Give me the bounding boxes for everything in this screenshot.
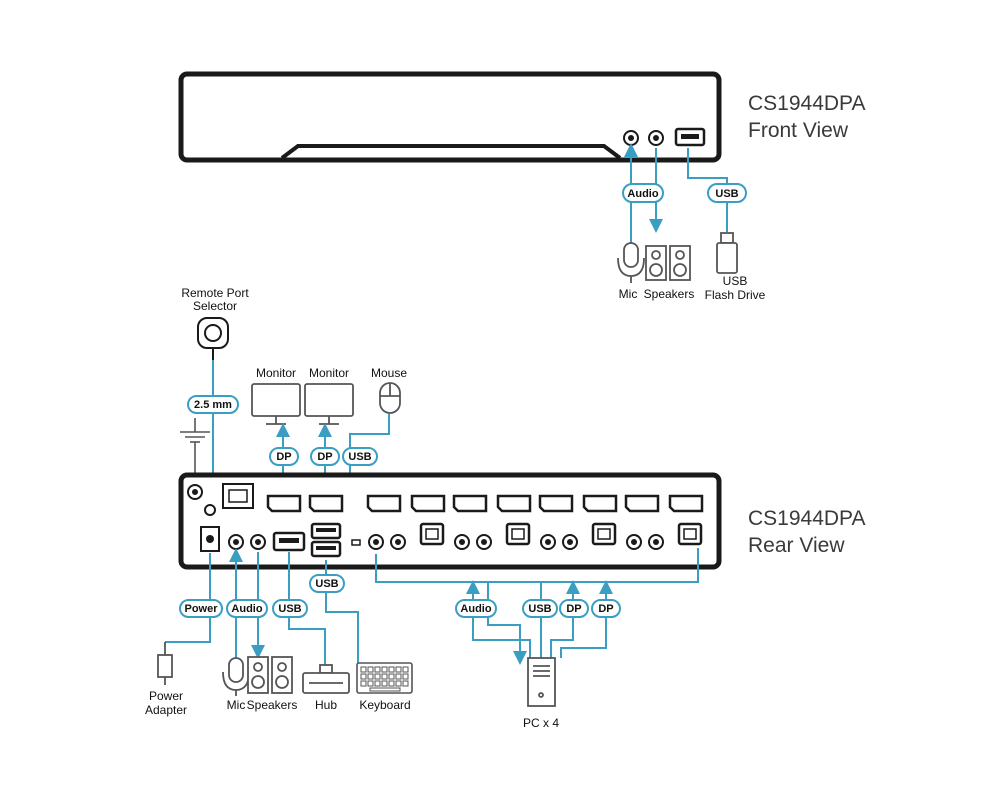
front-usb-flash-label-1: USB <box>723 274 748 288</box>
svg-text:Audio: Audio <box>460 603 491 615</box>
monitor-label-1: Monitor <box>256 366 296 380</box>
svg-text:Audio: Audio <box>627 188 658 200</box>
front-usb-pill: USB <box>707 183 747 203</box>
pc-port-groups <box>366 494 704 550</box>
speakers-icon <box>645 245 691 281</box>
pc-port-group-1 <box>366 494 446 550</box>
hub-usb-pill: USB <box>272 599 308 618</box>
svg-text:Power: Power <box>184 603 218 615</box>
dp-out-2 <box>308 494 344 513</box>
monitor-label-2: Monitor <box>309 366 349 380</box>
front-view-title: CS1944DPA Front View <box>748 90 866 144</box>
svg-text:USB: USB <box>315 578 338 590</box>
usb-flash-drive-icon <box>716 232 738 274</box>
rear-unit <box>178 472 722 570</box>
rear-speakers-icon <box>247 656 293 694</box>
svg-text:USB: USB <box>278 603 301 615</box>
svg-text:Audio: Audio <box>231 603 262 615</box>
front-speakers-label: Speakers <box>644 287 695 301</box>
remote-port-jack <box>204 504 216 516</box>
rear-usb-port-bottom <box>310 540 342 558</box>
power-adapter-icon <box>157 642 173 685</box>
pc4-dp-in-2 <box>668 494 704 513</box>
pc-usb-pill: USB <box>522 599 558 618</box>
pc-port-group-2 <box>452 494 532 550</box>
front-audio-jack-2 <box>648 130 664 146</box>
front-usb-port <box>674 127 706 147</box>
rear-mic-icon <box>222 657 250 696</box>
power-jack <box>200 526 220 552</box>
rear-view-label: Rear View <box>748 534 845 557</box>
monitor-icon-1 <box>251 383 301 425</box>
rear-view-title: CS1944DPA Rear View <box>748 505 866 559</box>
remote-port-selector-icon <box>197 317 229 360</box>
pc2-dp-in-1 <box>452 494 488 513</box>
front-mic-label: Mic <box>619 287 638 301</box>
monitor-icon-2 <box>304 383 354 425</box>
hub-label: Hub <box>315 698 337 712</box>
power-pill: Power <box>179 599 223 618</box>
front-view-label: Front View <box>748 119 848 142</box>
front-model: CS1944DPA <box>748 92 866 115</box>
pc-tower-icon <box>527 657 556 707</box>
rear-usb-port-top <box>310 522 342 540</box>
rear-audio-pill: Audio <box>226 599 268 618</box>
mouse-usb-pill: USB <box>342 447 378 466</box>
pc3-dp-in-1 <box>538 494 574 513</box>
svg-text:DP: DP <box>317 451 332 463</box>
dp-out-1 <box>266 494 302 513</box>
svg-text:USB: USB <box>715 188 738 200</box>
power-adapter-label-2: Adapter <box>145 703 187 717</box>
mic-icon <box>617 242 645 283</box>
ground-screw <box>187 484 203 500</box>
front-unit <box>178 71 722 163</box>
pc3-dp-in-2 <box>582 494 618 513</box>
lan-port <box>222 483 254 509</box>
remote-port-label-2: Selector <box>193 299 237 313</box>
pc4-dp-in-1 <box>624 494 660 513</box>
pc1-dp-in-2 <box>410 494 446 513</box>
ground-icon <box>180 418 210 480</box>
svg-text:USB: USB <box>528 603 551 615</box>
rear-audio-jack-1 <box>228 534 244 550</box>
rear-audio-jack-2 <box>250 534 266 550</box>
keyboard-icon <box>356 662 413 694</box>
pc1-dp-in-1 <box>366 494 402 513</box>
keyboard-usb-pill: USB <box>309 574 345 593</box>
pc-label: PC x 4 <box>523 716 559 730</box>
rear-speakers-label: Speakers <box>247 698 298 712</box>
mouse-icon <box>379 382 401 414</box>
keyboard-label: Keyboard <box>359 698 410 712</box>
mouse-label: Mouse <box>371 366 407 380</box>
monitor1-dp-pill: DP <box>269 447 299 466</box>
rear-usb-hub-port <box>272 531 306 552</box>
pc-port-group-3 <box>538 494 618 550</box>
pc-port-group-4 <box>624 494 704 550</box>
front-audio-pill: Audio <box>622 183 664 203</box>
rear-mic-label: Mic <box>227 698 246 712</box>
pc-audio-pill: Audio <box>455 599 497 618</box>
front-audio-jack-1 <box>623 130 639 146</box>
pc2-dp-in-2 <box>496 494 532 513</box>
monitor2-dp-pill: DP <box>310 447 340 466</box>
svg-text:2.5 mm: 2.5 mm <box>194 399 232 411</box>
svg-text:DP: DP <box>276 451 291 463</box>
svg-text:DP: DP <box>598 603 613 615</box>
pc-dp-pill-1: DP <box>559 599 589 618</box>
remote-pill: 2.5 mm <box>187 395 239 414</box>
hub-icon <box>302 664 350 694</box>
pc-dp-pill-2: DP <box>591 599 621 618</box>
svg-text:DP: DP <box>566 603 581 615</box>
front-usb-flash-label-2: Flash Drive <box>705 288 766 302</box>
power-adapter-label-1: Power <box>149 689 183 703</box>
svg-text:USB: USB <box>348 451 371 463</box>
rear-model: CS1944DPA <box>748 507 866 530</box>
dip-switch <box>351 539 361 546</box>
remote-port-label-1: Remote Port <box>181 286 249 300</box>
